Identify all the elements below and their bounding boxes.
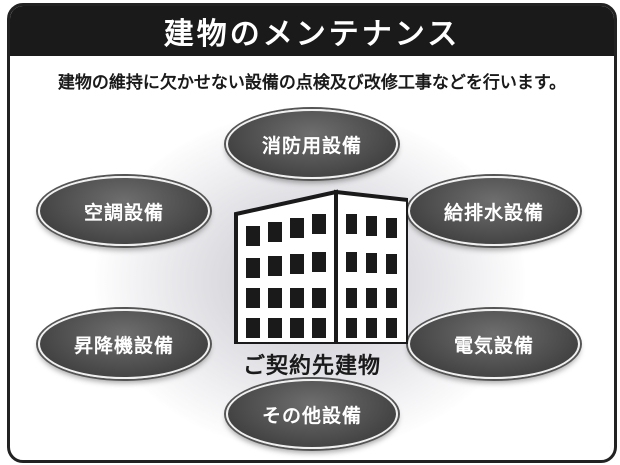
equipment-fire-pill: 消防用設備 bbox=[226, 109, 398, 179]
equipment-electrical-pill: 電気設備 bbox=[408, 309, 580, 379]
equipment-plumbing-pill: 給排水設備 bbox=[408, 176, 580, 246]
equipment-label: 給排水設備 bbox=[443, 201, 544, 224]
building-caption: ご契約先建物 bbox=[242, 354, 381, 379]
equipment-other-pill: その他設備 bbox=[226, 379, 398, 449]
equipment-label: 消防用設備 bbox=[261, 134, 362, 157]
page-title: 建物のメンテナンス bbox=[163, 17, 461, 52]
equipment-elevator-pill: 昇降機設備 bbox=[38, 309, 210, 379]
header-bar: 建物のメンテナンス bbox=[10, 6, 614, 56]
maintenance-card: 建物のメンテナンス 建物の維持に欠かせない設備の点検及び改修工事などを行います。… bbox=[7, 3, 617, 463]
equipment-label: その他設備 bbox=[261, 404, 362, 427]
office-building-icon bbox=[234, 189, 408, 344]
equipment-label: 電気設備 bbox=[453, 334, 534, 357]
description-text: 建物の維持に欠かせない設備の点検及び改修工事などを行います。 bbox=[57, 73, 567, 93]
equipment-label: 昇降機設備 bbox=[73, 334, 174, 357]
equipment-label: 空調設備 bbox=[83, 201, 164, 224]
equipment-hvac-pill: 空調設備 bbox=[38, 176, 210, 246]
